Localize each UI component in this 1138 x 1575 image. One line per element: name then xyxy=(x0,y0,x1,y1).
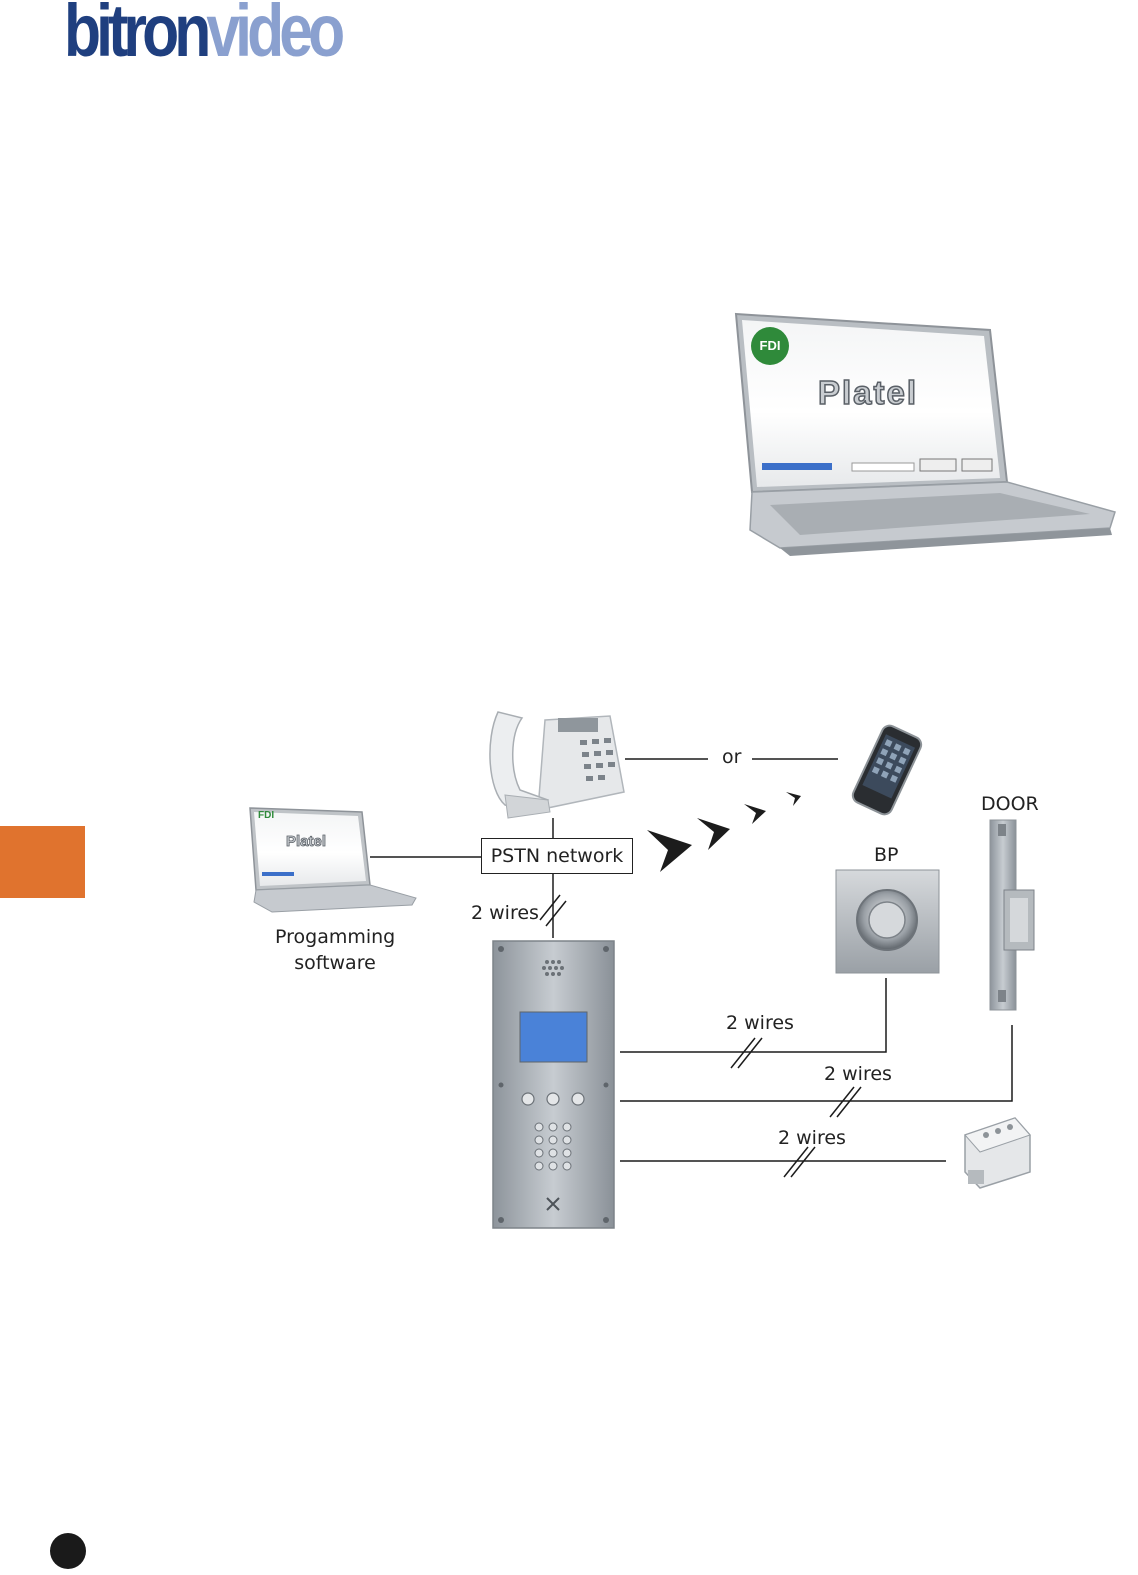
section-tab xyxy=(0,826,85,898)
software-label-line2: software xyxy=(294,952,376,974)
hero-laptop-screen-title: Platel xyxy=(817,374,919,411)
page-number-dot xyxy=(50,1533,86,1569)
software-label-line1: Progamming xyxy=(275,926,396,948)
wireless-signal-arrows xyxy=(647,792,801,872)
door-strike-illustration xyxy=(989,819,1035,1011)
logo-part-bitron: bitron xyxy=(64,0,211,72)
line-panel-door xyxy=(620,1025,1013,1102)
wires-label-bp: 2 wires xyxy=(726,1012,794,1034)
connector-lines xyxy=(370,758,1013,1162)
wires-label-door: 2 wires xyxy=(824,1063,892,1085)
hero-laptop-badge: FDI xyxy=(759,338,781,353)
wire-tick-marks xyxy=(539,894,862,1178)
pstn-network-box: PSTN network xyxy=(481,838,633,874)
small-laptop-screen-title: Platel xyxy=(286,833,327,850)
signal-arrow-1 xyxy=(647,830,692,872)
logo-part-video: video xyxy=(206,0,345,72)
brand-logo: bitronvideo xyxy=(64,0,345,68)
push-button-illustration xyxy=(835,869,940,974)
line-panel-bp xyxy=(620,978,887,1053)
wires-label-psu: 2 wires xyxy=(778,1127,846,1149)
programming-software-label: Progamming software xyxy=(275,924,395,976)
pstn-network-label: PSTN network xyxy=(490,845,624,867)
small-laptop-badge: FDI xyxy=(258,810,275,821)
signal-arrow-3 xyxy=(744,804,766,824)
small-laptop-illustration xyxy=(249,807,417,913)
bp-label: BP xyxy=(874,844,899,866)
signal-arrow-4 xyxy=(786,792,801,806)
wires-label-pstn: 2 wires xyxy=(471,902,539,924)
hero-laptop-illustration xyxy=(734,312,1116,556)
mobile-phone-illustration xyxy=(851,724,923,816)
or-label: or xyxy=(722,746,742,768)
power-supply-illustration xyxy=(964,1117,1031,1189)
door-label: DOOR xyxy=(981,793,1039,815)
desk-phone-illustration xyxy=(489,711,625,819)
intercom-panel-illustration xyxy=(492,940,615,1229)
signal-arrow-2 xyxy=(697,818,730,850)
